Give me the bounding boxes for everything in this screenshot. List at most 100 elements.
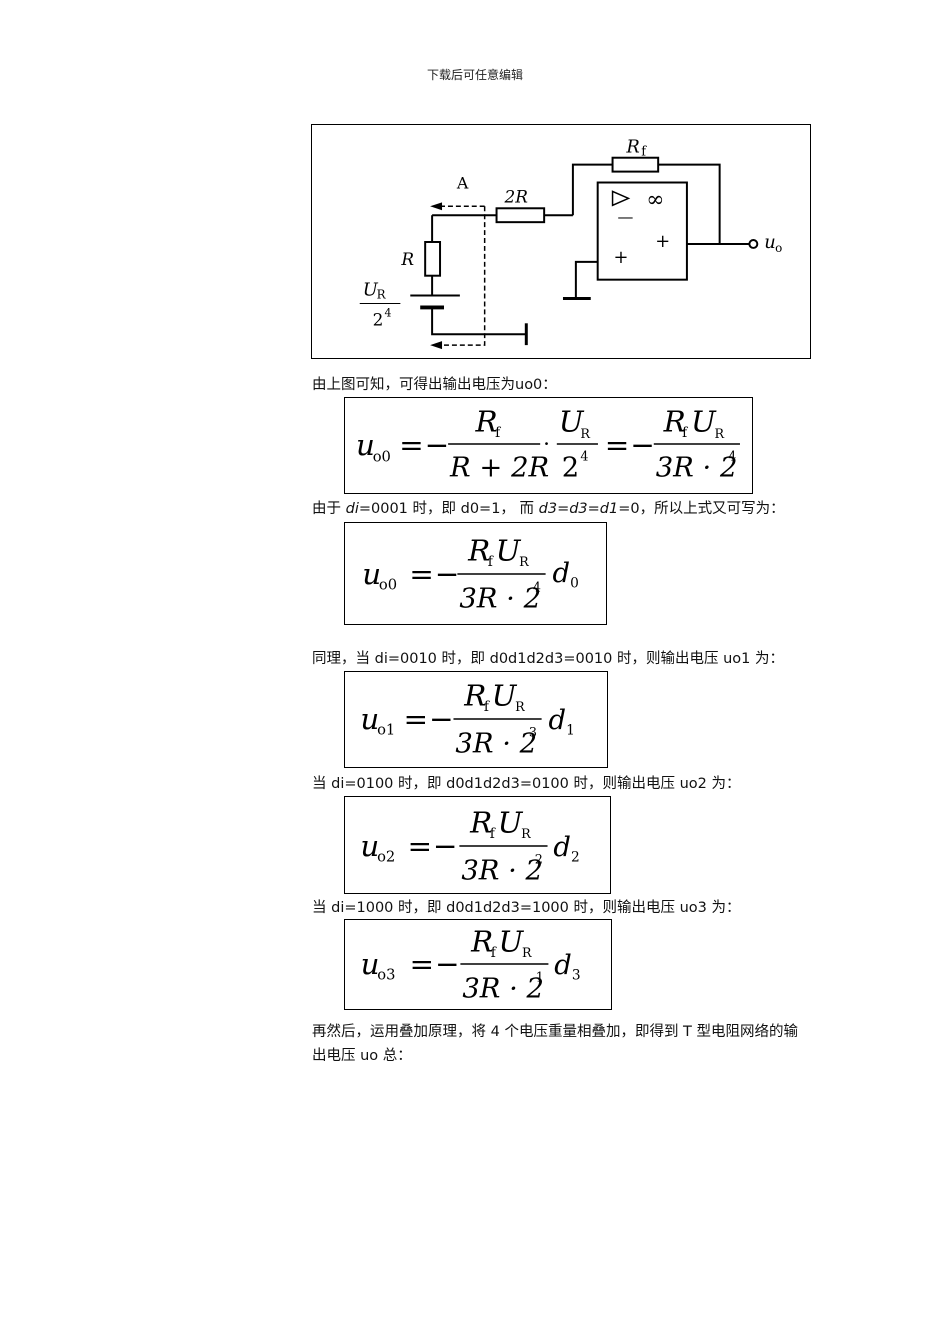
- f1-sub: o0: [373, 449, 391, 466]
- f2-exp: 4: [533, 581, 541, 596]
- paragraph-2: 由于 di=0001 时，即 d0=1， 而 d3=d3=d1=0，所以上式又可…: [312, 497, 785, 521]
- f1-den1: R + 2R: [449, 452, 549, 483]
- f5-eq: =: [410, 947, 435, 981]
- f4-uu: U: [498, 805, 524, 839]
- paragraph-6: 再然后，运用叠加原理，将 4 个电压重量相叠加，即得到 T 型电阻网络的输出电压…: [312, 1024, 799, 1064]
- r-resistor: [424, 241, 442, 277]
- f1-ur-u: U: [559, 404, 585, 438]
- f5-f: f: [491, 945, 497, 961]
- f2-uu: U: [496, 533, 522, 567]
- f1-r2: R: [663, 404, 686, 438]
- f2-dsub: 0: [570, 576, 579, 592]
- f1-dot: ·: [543, 432, 550, 457]
- label-den-exp: 4: [385, 306, 392, 319]
- f5-r: R: [470, 924, 493, 958]
- f2-r: R: [467, 533, 490, 567]
- f4-eq: =: [407, 829, 432, 863]
- f4-dsub: 2: [571, 850, 580, 866]
- f2-sub: o0: [379, 577, 397, 594]
- label-2r: 2R: [503, 186, 528, 206]
- paragraph-4: 当 di=0100 时，即 d0d1d2d3=0100 时，则输出电压 uo2 …: [312, 776, 741, 792]
- f3-exp: 3: [529, 726, 537, 741]
- f1-f2: f: [682, 425, 688, 441]
- f5-d: d: [554, 950, 572, 981]
- f1-neg2: −: [630, 428, 655, 462]
- f3-dsub: 1: [566, 723, 575, 739]
- formula-5: u o3 = − R f U R 3R · 2 1 d 3: [344, 919, 612, 1010]
- f5-exp: 1: [536, 970, 544, 985]
- p2-part-e: =0，所以上式又可写为：: [618, 501, 785, 517]
- f4-sub: o2: [377, 849, 395, 866]
- label-r: R: [400, 249, 414, 269]
- label-uo-sub: o: [775, 241, 782, 255]
- f3-neg: −: [429, 702, 454, 736]
- f5-dsub: 3: [572, 968, 581, 984]
- label-minus: —: [618, 207, 634, 226]
- f2-rsub: R: [519, 555, 529, 570]
- formula-3-svg: u o1 = − R f U R 3R · 2 3 d 1: [360, 678, 575, 759]
- f1-exp2: 4: [728, 450, 736, 465]
- rf-resistor: [611, 156, 660, 173]
- f1-ur-r: R: [580, 427, 590, 442]
- f2-d: d: [552, 558, 570, 589]
- f1-eq2: =: [605, 428, 630, 462]
- f2-neg: −: [435, 557, 460, 591]
- f2-den: 3R · 2: [459, 583, 541, 614]
- f1-rf-f: f: [495, 425, 501, 441]
- r2-resistor: [495, 207, 546, 224]
- f1-neg1: −: [425, 428, 450, 462]
- formula-1-svg: u o0 = − R f R + 2R · U R 2 4 = − R f U …: [356, 404, 740, 483]
- label-plus-right: +: [655, 231, 670, 252]
- f1-u: u: [356, 428, 375, 462]
- f4-neg: −: [433, 829, 458, 863]
- p2-part-a: 由于: [312, 501, 346, 517]
- formula-4-svg: u o2 = − R f U R 3R · 2 2 d 2: [360, 805, 580, 886]
- f3-uu: U: [492, 678, 518, 712]
- label-inf: ∞: [646, 187, 664, 212]
- f3-sub: o1: [377, 722, 395, 739]
- label-a: A: [456, 173, 469, 192]
- f4-exp: 2: [535, 853, 543, 868]
- label-rf-sub: f: [641, 145, 647, 160]
- p2-part-b: di: [345, 501, 359, 517]
- circuit-diagram: R f A 2R R U R 2 4 ∞ — + + u o: [311, 124, 811, 359]
- opamp-box: [596, 181, 688, 281]
- f5-rsub: R: [522, 945, 532, 960]
- f1-rf-r: R: [475, 404, 498, 438]
- formula-5-svg: u o3 = − R f U R 3R · 2 1 d 3: [361, 924, 581, 1004]
- f3-d: d: [548, 705, 566, 736]
- formula-4: u o2 = − R f U R 3R · 2 2 d 2: [344, 796, 611, 894]
- f2-f: f: [488, 554, 494, 570]
- label-plus-left: +: [614, 247, 629, 268]
- paragraph-1: 由上图可知，可得出输出电压为uo0：: [312, 377, 557, 393]
- f4-d: d: [553, 832, 571, 863]
- f5-den: 3R · 2: [462, 973, 544, 1004]
- f1-u2: U: [691, 404, 717, 438]
- label-rf: R: [625, 137, 639, 158]
- f5-u: u: [361, 947, 380, 981]
- f4-rsub: R: [521, 827, 531, 842]
- f3-rsub: R: [515, 700, 525, 715]
- f1-rsub2: R: [715, 427, 725, 442]
- f5-uu: U: [499, 924, 525, 958]
- f1-den3: 3R · 2: [656, 452, 738, 483]
- label-ur-sub: R: [377, 288, 387, 302]
- p2-part-d: d3=d3=d1: [538, 501, 619, 517]
- f5-sub: o3: [377, 967, 395, 984]
- f3-den: 3R · 2: [455, 728, 537, 759]
- f5-neg: −: [435, 947, 460, 981]
- f4-r: R: [469, 805, 492, 839]
- circuit-svg: R f A 2R R U R 2 4 ∞ — + + u o: [359, 137, 782, 350]
- f2-eq: =: [409, 557, 434, 591]
- label-uo: u: [764, 232, 775, 253]
- p2-part-c: =0001 时，即 d0=1， 而: [358, 501, 539, 517]
- f3-eq: =: [404, 702, 429, 736]
- formula-2-svg: u o0 = − R f U R 3R · 2 4 d 0: [362, 533, 579, 614]
- formula-1: u o0 = − R f R + 2R · U R 2 4 = − R f U …: [344, 397, 753, 494]
- f1-exp1: 4: [580, 450, 588, 465]
- formula-2: u o0 = − R f U R 3R · 2 4 d 0: [344, 522, 607, 625]
- formula-3: u o1 = − R f U R 3R · 2 3 d 1: [344, 671, 608, 768]
- f4-den: 3R · 2: [461, 855, 543, 886]
- label-ur: U: [363, 280, 379, 301]
- f3-u: u: [360, 702, 379, 736]
